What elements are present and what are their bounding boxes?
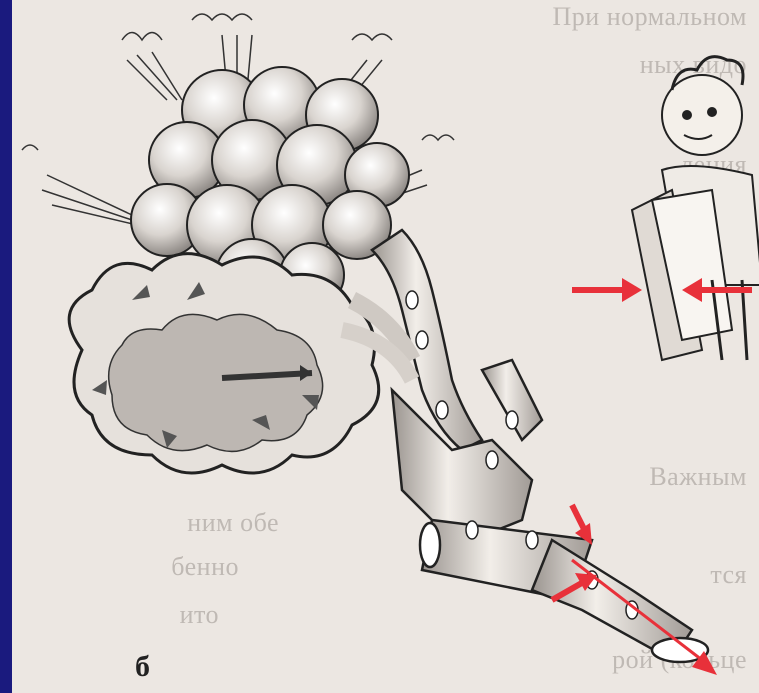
lung-illustration	[12, 0, 759, 693]
figure-caption-letter: б	[135, 650, 150, 684]
person-wringing-cloth-illustration	[632, 57, 759, 360]
alveoli-cross-section	[69, 254, 379, 473]
book-page: При нормальном ных видо ления сятся от о…	[12, 0, 759, 693]
